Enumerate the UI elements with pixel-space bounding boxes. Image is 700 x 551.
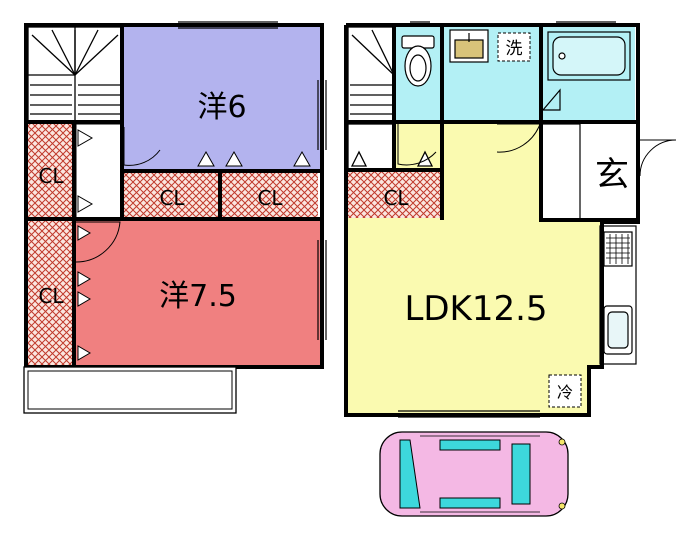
washer-label: 洗 xyxy=(506,39,523,59)
closet-west-upper xyxy=(28,124,72,218)
kitchen-counter xyxy=(599,225,637,365)
room-label-western-7-5: 洋7.5 xyxy=(159,279,237,314)
closet-label-4: CL xyxy=(257,186,283,210)
closet-label-2: CL xyxy=(38,284,64,308)
closet-label-1: CL xyxy=(38,164,64,188)
staircase-upper xyxy=(27,26,123,123)
refrigerator-label: 冷 xyxy=(557,383,573,402)
entrance-label: 玄 xyxy=(595,155,629,195)
closet-center-1 xyxy=(124,172,219,218)
western-room-6-fill xyxy=(124,27,320,173)
western-room-7-5-fill xyxy=(76,220,320,365)
room-label-western-6: 洋6 xyxy=(197,90,246,125)
room-label-ldk: LDK12.5 xyxy=(404,289,547,329)
staircase-lower xyxy=(347,26,434,171)
toilet-fixture xyxy=(401,35,435,87)
wash-basin-fixture xyxy=(449,29,489,63)
closet-door-marks xyxy=(77,129,311,361)
refrigerator-spot xyxy=(548,374,582,408)
first-floor: 洗 玄 冷 xyxy=(344,21,677,418)
bathtub-fixture xyxy=(541,31,631,111)
parking-car xyxy=(379,431,569,517)
washer-spot xyxy=(497,32,531,62)
closet-label-1f: CL xyxy=(383,186,409,210)
closet-west-lower xyxy=(28,221,72,365)
closet-1f xyxy=(348,172,440,218)
closet-center-2 xyxy=(222,172,318,218)
closet-label-3: CL xyxy=(159,186,185,210)
second-floor: 洋6 洋7.5 CL CL CL CL xyxy=(23,21,327,414)
balcony xyxy=(23,366,237,414)
